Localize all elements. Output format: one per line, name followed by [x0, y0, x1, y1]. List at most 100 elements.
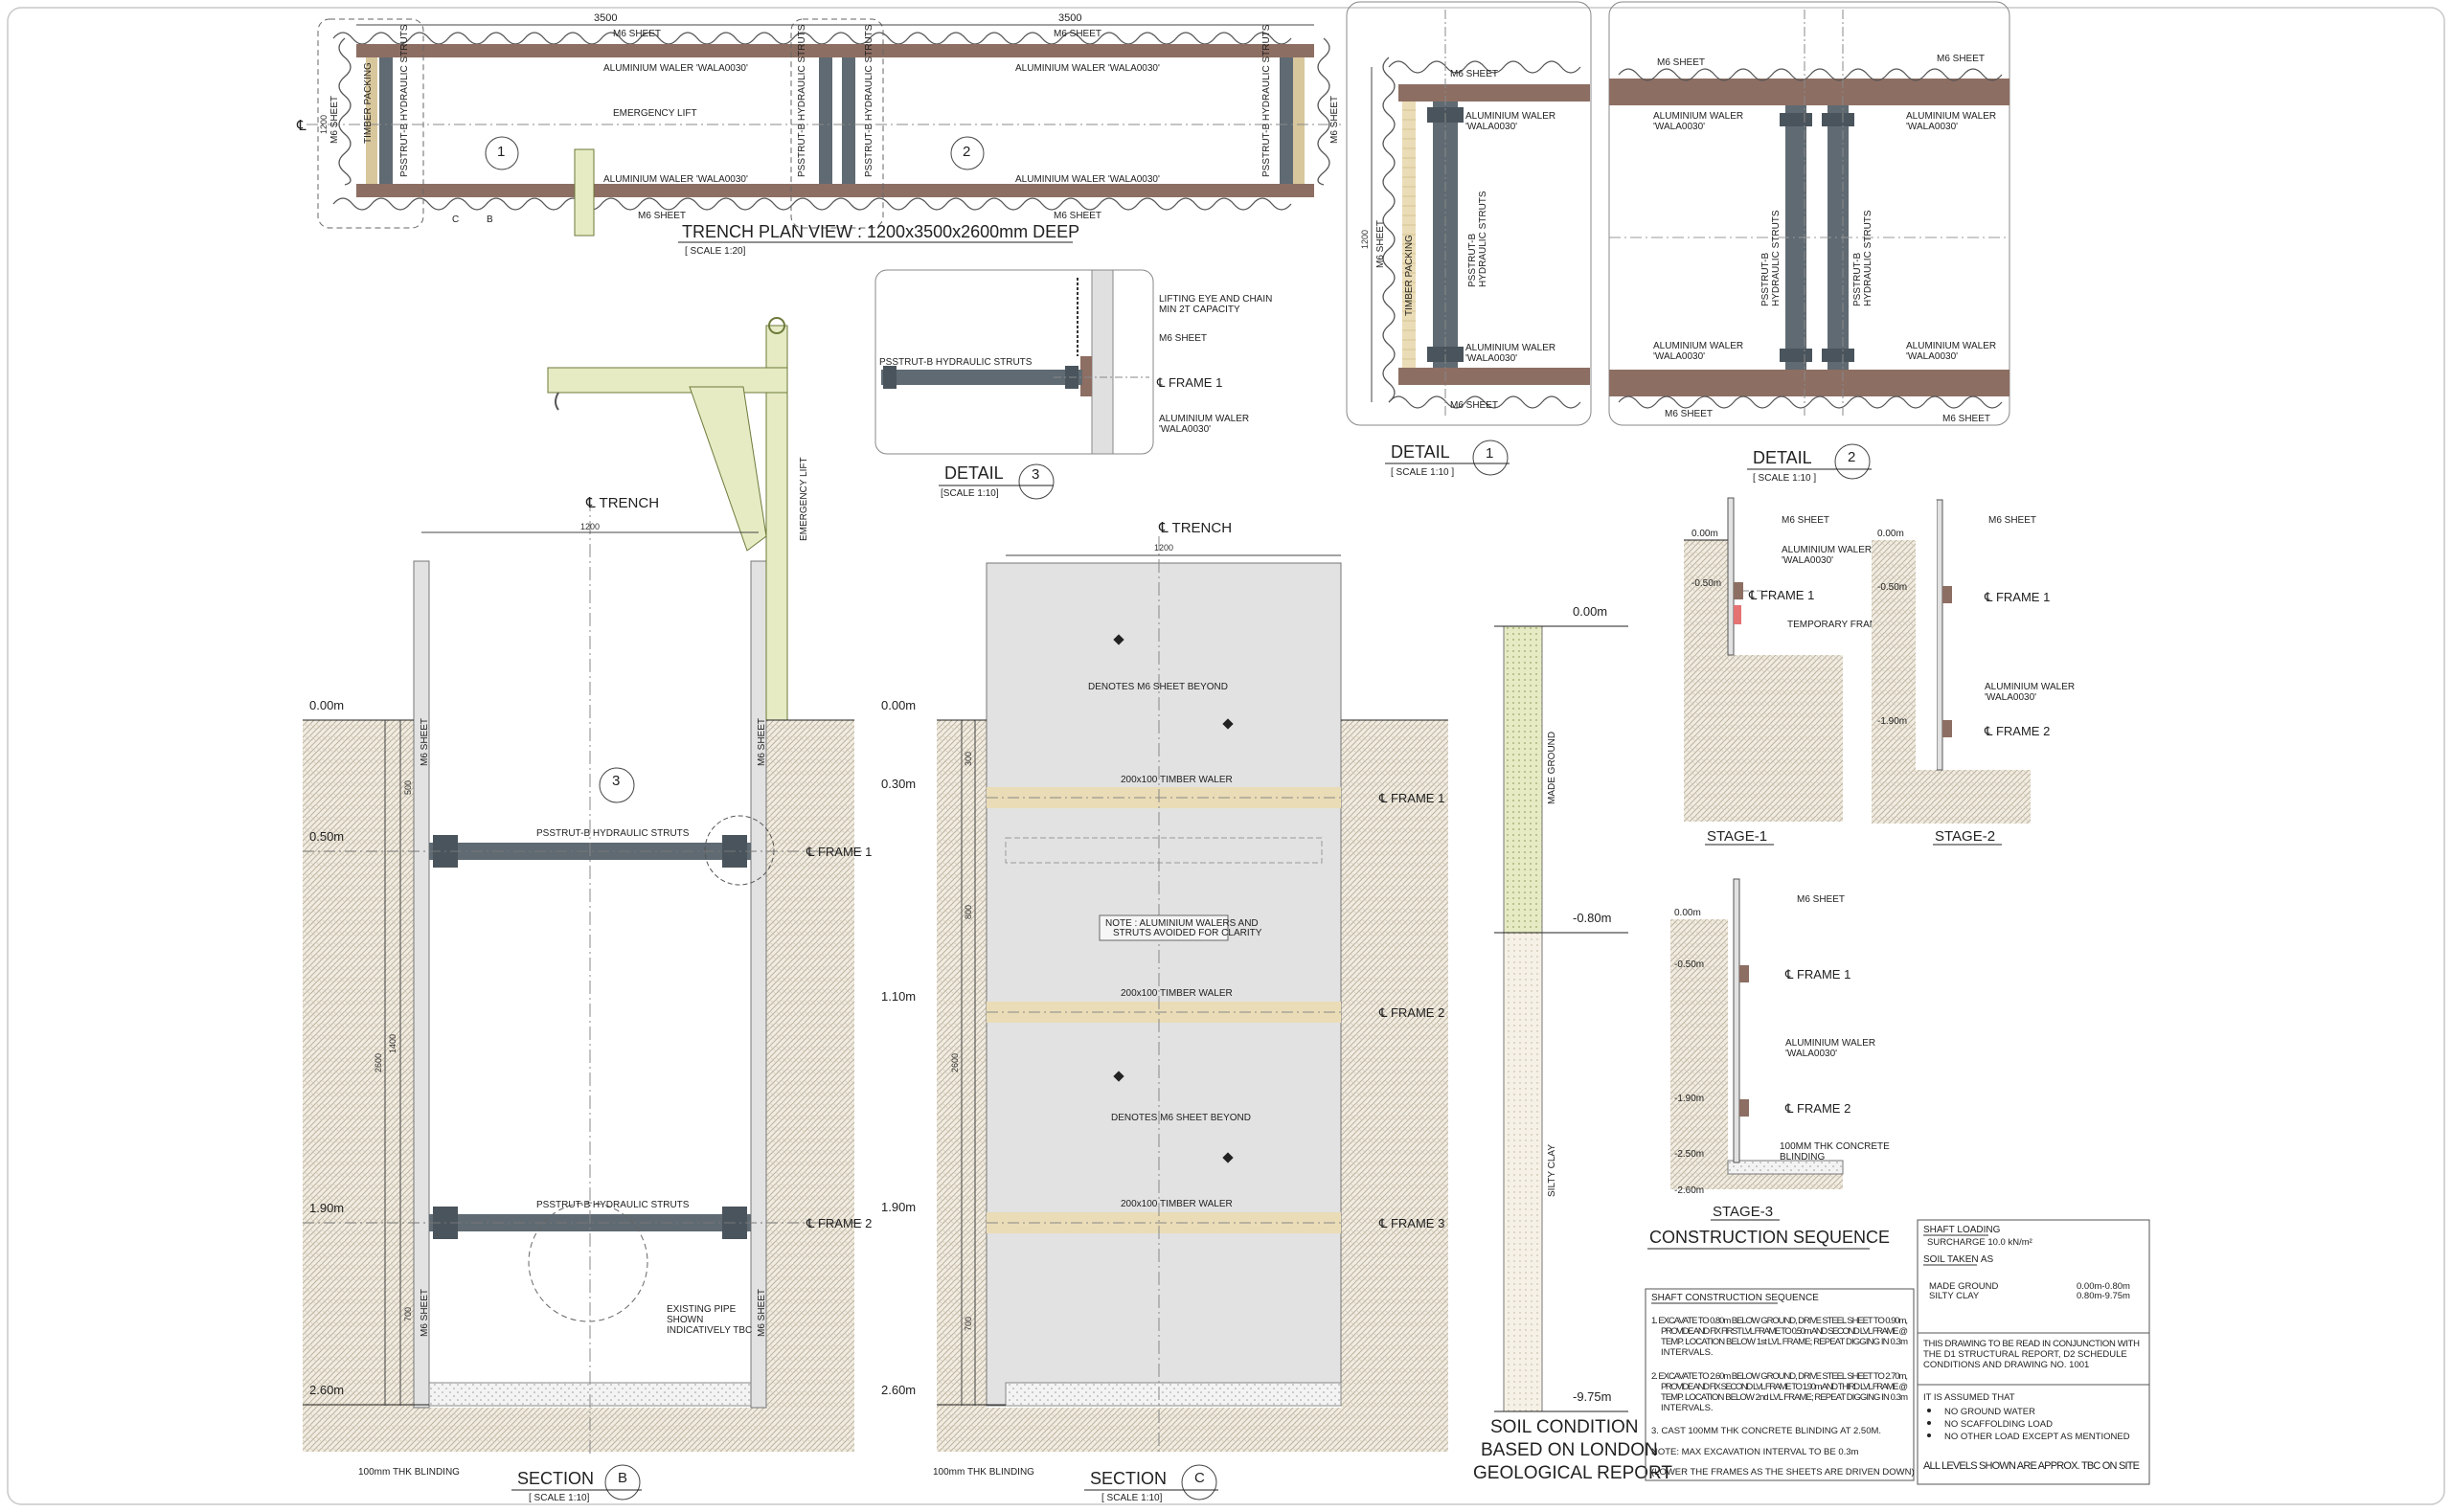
detail3-frame: ℄ FRAME 1: [1156, 375, 1222, 390]
plan-m6-sheet-right: M6 SHEET: [1329, 96, 1340, 144]
sectionc-scale: [ SCALE 1:10]: [1101, 1493, 1163, 1503]
detail3-lifting-line2: MIN 2T CAPACITY: [1159, 305, 1240, 315]
stage2-m6: M6 SHEET: [1988, 515, 2036, 526]
stage-3-drawing: [1670, 878, 1844, 1189]
sectionb-m6-right-top: M6 SHEET: [757, 718, 767, 766]
plan-cut-b: B: [487, 214, 493, 225]
stage3-lvl-190: -1.90m: [1674, 1094, 1704, 1104]
detail3-scale: [SCALE 1:10]: [941, 488, 999, 499]
sectionb-level-1: 0.50m: [309, 829, 344, 844]
plan-m6-sheet-bottom-left: M6 SHEET: [638, 211, 686, 221]
stage2-frame-1: ℄ FRAME 1: [1984, 590, 2050, 604]
detail3-strut: PSSTRUT-B HYDRAULIC STRUTS: [879, 357, 1033, 368]
detail2-number: 2: [1848, 449, 1855, 465]
sectionb-dim-2600: 2600: [374, 1053, 383, 1072]
sectionc-beyond-1: DENOTES M6 SHEET BEYOND: [1088, 682, 1228, 692]
sectionb-level-0: 0.00m: [309, 698, 344, 712]
stage1-temp-frame: TEMPORARY FRAME: [1787, 620, 1884, 630]
plan-bay-1: 1: [497, 144, 505, 160]
stage3-lvl-260: -2.60m: [1674, 1185, 1704, 1196]
soil-level-top: 0.00m: [1573, 604, 1607, 619]
stage3-frame-2: ℄ FRAME 2: [1784, 1101, 1850, 1116]
sectionc-dim-2600: 2600: [950, 1053, 960, 1072]
stage1-m6: M6 SHEET: [1782, 515, 1829, 526]
soil-title-2: BASED ON LONDON: [1481, 1440, 1658, 1460]
plan-scale: [ SCALE 1:20]: [685, 246, 746, 257]
plan-timber-packing: TIMBER PACKING: [363, 62, 374, 144]
detail1-timber: TIMBER PACKING: [1404, 235, 1415, 316]
stage3-lvl-250: -2.50m: [1674, 1149, 1704, 1160]
detail3-lifting-line1: LIFTING EYE AND CHAIN: [1159, 294, 1272, 305]
detail1-sheet-bot: M6 SHEET: [1450, 400, 1498, 411]
stage2-waler-1: ALUMINIUM WALER: [1985, 682, 2075, 692]
stage3-lvl-0: 0.00m: [1674, 908, 1701, 918]
sectionb-pipe-2: SHOWN: [667, 1315, 703, 1325]
sectionc-dim-800: 800: [964, 905, 973, 919]
plan-centerline: ℄: [296, 118, 306, 134]
assumed-3: NO OTHER LOAD EXCEPT AS MENTIONED: [1944, 1432, 2130, 1442]
sectionb-blinding: 100mm THK BLINDING: [358, 1467, 460, 1478]
loading-title: SHAFT LOADING: [1923, 1225, 2001, 1235]
detail1-waler-top-2: 'WALA0030': [1465, 122, 1517, 132]
plan-struts-1: PSSTRUT-B HYDRAULIC STRUTS: [399, 24, 410, 177]
plan-m6-sheet-bottom-right: M6 SHEET: [1054, 211, 1101, 221]
loading-made-ground: MADE GROUND: [1929, 1281, 1998, 1292]
assumed-2: NO SCAFFOLDING LOAD: [1944, 1419, 2053, 1430]
sectionb-m6-left-bot: M6 SHEET: [420, 1289, 430, 1337]
seq-3: 3. CAST 100MM THK CONCRETE BLINDING AT 2…: [1651, 1426, 1881, 1436]
sectionb-frame-2: ℄ FRAME 2: [806, 1216, 872, 1230]
stage1-lvl-0: 0.00m: [1691, 529, 1718, 539]
sectionb-m6-right-bot: M6 SHEET: [757, 1289, 767, 1337]
sectionb-level-2: 1.90m: [309, 1201, 344, 1215]
detail1-waler-top-1: ALUMINIUM WALER: [1465, 111, 1555, 122]
detail2-waler-tr-2: 'WALA0030': [1906, 122, 1958, 132]
plan-waler-top-left: ALUMINIUM WALER 'WALA0030': [603, 63, 748, 74]
soil-level-bot: -9.75m: [1573, 1389, 1611, 1404]
plan-emergency-lift: EMERGENCY LIFT: [613, 108, 697, 119]
detail3-number: 3: [1032, 466, 1039, 483]
sectionc-dim-300: 300: [964, 752, 973, 766]
sectionb-level-3: 2.60m: [309, 1383, 344, 1397]
sectionc-cl-trench: ℄ TRENCH: [1158, 520, 1232, 536]
detail1-title: DETAIL: [1391, 442, 1450, 462]
detail2-sheet-br: M6 SHEET: [1942, 414, 1990, 424]
sectionb-width: 1200: [580, 522, 600, 531]
seq-title: SHAFT CONSTRUCTION SEQUENCE: [1651, 1293, 1819, 1303]
detail-3-drawing: [874, 269, 1154, 455]
sectionc-frame-1: ℄ FRAME 1: [1378, 791, 1444, 805]
detail-1-drawing: [1346, 1, 1592, 426]
sectionc-frame-3: ℄ FRAME 3: [1378, 1216, 1444, 1230]
levels-note: ALL LEVELS SHOWN ARE APPROX. TBC ON SITE: [1923, 1460, 2140, 1472]
plan-m6-sheet-top-right: M6 SHEET: [1054, 29, 1101, 39]
stage2-lvl-190: -1.90m: [1877, 716, 1907, 727]
detail1-strut-1: PSSTRUT-B: [1467, 234, 1478, 287]
sectionb-emergency-lift: EMERGENCY LIFT: [799, 457, 809, 541]
sectionb-strut-label-2: PSSTRUT-B HYDRAULIC STRUTS: [536, 1200, 690, 1210]
detail2-waler-tl-1: ALUMINIUM WALER: [1653, 111, 1743, 122]
detail2-waler-bl-1: ALUMINIUM WALER: [1653, 341, 1743, 351]
sectionc-number: C: [1194, 1470, 1205, 1486]
sectionb-number: B: [618, 1470, 627, 1486]
seq-note: NOTE: MAX EXCAVATION INTERVAL TO BE 0.3m: [1651, 1447, 1859, 1457]
seq-1d: INTERVALS.: [1661, 1347, 1714, 1358]
construction-sequence-title: CONSTRUCTION SEQUENCE: [1649, 1228, 1890, 1247]
plan-title: TRENCH PLAN VIEW : 1200x3500x2600mm DEEP: [682, 222, 1079, 241]
detail2-waler-tr-1: ALUMINIUM WALER: [1906, 111, 1996, 122]
detail1-number: 1: [1486, 445, 1493, 462]
stage2-lvl-050: -0.50m: [1877, 582, 1907, 593]
detail1-waler-bot-2: 'WALA0030': [1465, 353, 1517, 364]
stage2-lvl-0: 0.00m: [1877, 529, 1904, 539]
sectionc-title: SECTION: [1090, 1469, 1167, 1488]
detail3-waler-2: 'WALA0030': [1159, 424, 1211, 435]
detail1-scale: [ SCALE 1:10 ]: [1391, 467, 1454, 478]
stage3-waler-2: 'WALA0030': [1785, 1049, 1837, 1059]
stage1-waler-2: 'WALA0030': [1782, 555, 1833, 566]
read-note-3: CONDITIONS AND DRAWING NO. 1001: [1923, 1360, 2089, 1370]
detail1-dim: 1200: [1360, 230, 1370, 249]
plan-bay-2: 2: [963, 144, 970, 160]
loading-notes-box: [1917, 1219, 2150, 1485]
sectionc-note-2: STRUTS AVOIDED FOR CLARITY: [1113, 928, 1262, 938]
stage1-waler-1: ALUMINIUM WALER: [1782, 545, 1872, 555]
detail1-strut-2: HYDRAULIC STRUTS: [1478, 191, 1488, 287]
